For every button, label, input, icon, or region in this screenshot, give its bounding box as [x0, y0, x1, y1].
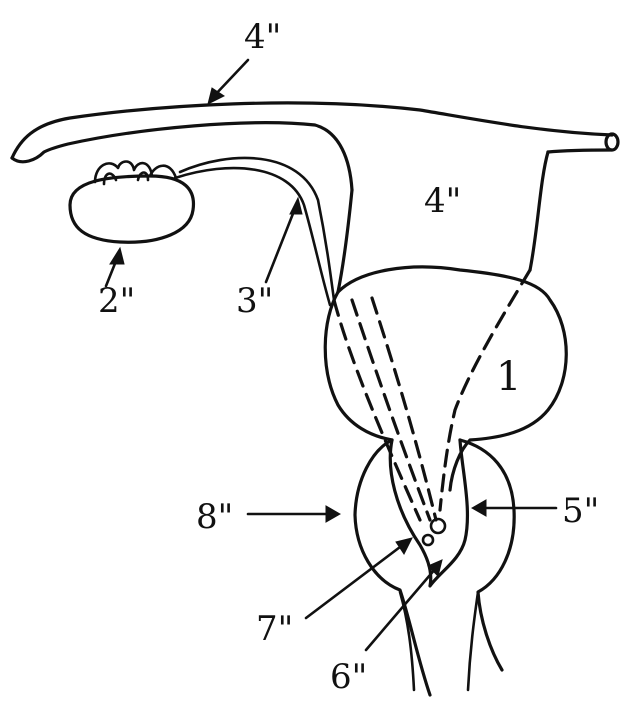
arrow-right-head	[472, 500, 486, 516]
label-sac: 1	[496, 354, 521, 400]
label-duct: 3"	[236, 281, 273, 321]
papilla-small	[423, 535, 433, 545]
lower-stem-right	[468, 592, 478, 690]
arrow-duct-shaft	[266, 206, 296, 282]
arrow-duct-head	[290, 198, 302, 214]
label-top-arrow: 4"	[244, 17, 281, 57]
label-body: 4"	[424, 181, 461, 221]
arrow-lower-left-shaft	[306, 544, 404, 618]
upper-tube-right-edge	[548, 150, 612, 152]
arrow-top-head	[208, 88, 224, 104]
sac-left-outline	[325, 292, 392, 440]
label-right-arrow: 5"	[562, 491, 599, 531]
arrow-bottom-shaft	[366, 568, 436, 650]
label-bottom: 6"	[330, 657, 367, 697]
arrow-top-shaft	[214, 60, 248, 96]
upper-tube-top-edge	[12, 103, 612, 158]
dashed-duct-2	[352, 300, 430, 520]
central-body-right-edge	[530, 152, 548, 270]
lower-right-lobe	[460, 440, 514, 670]
papilla	[431, 519, 445, 533]
label-lower-left: 7"	[256, 609, 293, 649]
label-gonad: 2"	[98, 281, 135, 321]
gonad-body	[70, 176, 193, 242]
arrow-lower-left-head	[396, 538, 412, 554]
upper-tube-bottom-edge	[12, 123, 352, 190]
arrow-gonad-head	[110, 248, 124, 264]
central-body-left-edge	[338, 190, 352, 292]
label-left-arrow: 8"	[196, 497, 233, 537]
arrow-left-head	[326, 506, 340, 522]
